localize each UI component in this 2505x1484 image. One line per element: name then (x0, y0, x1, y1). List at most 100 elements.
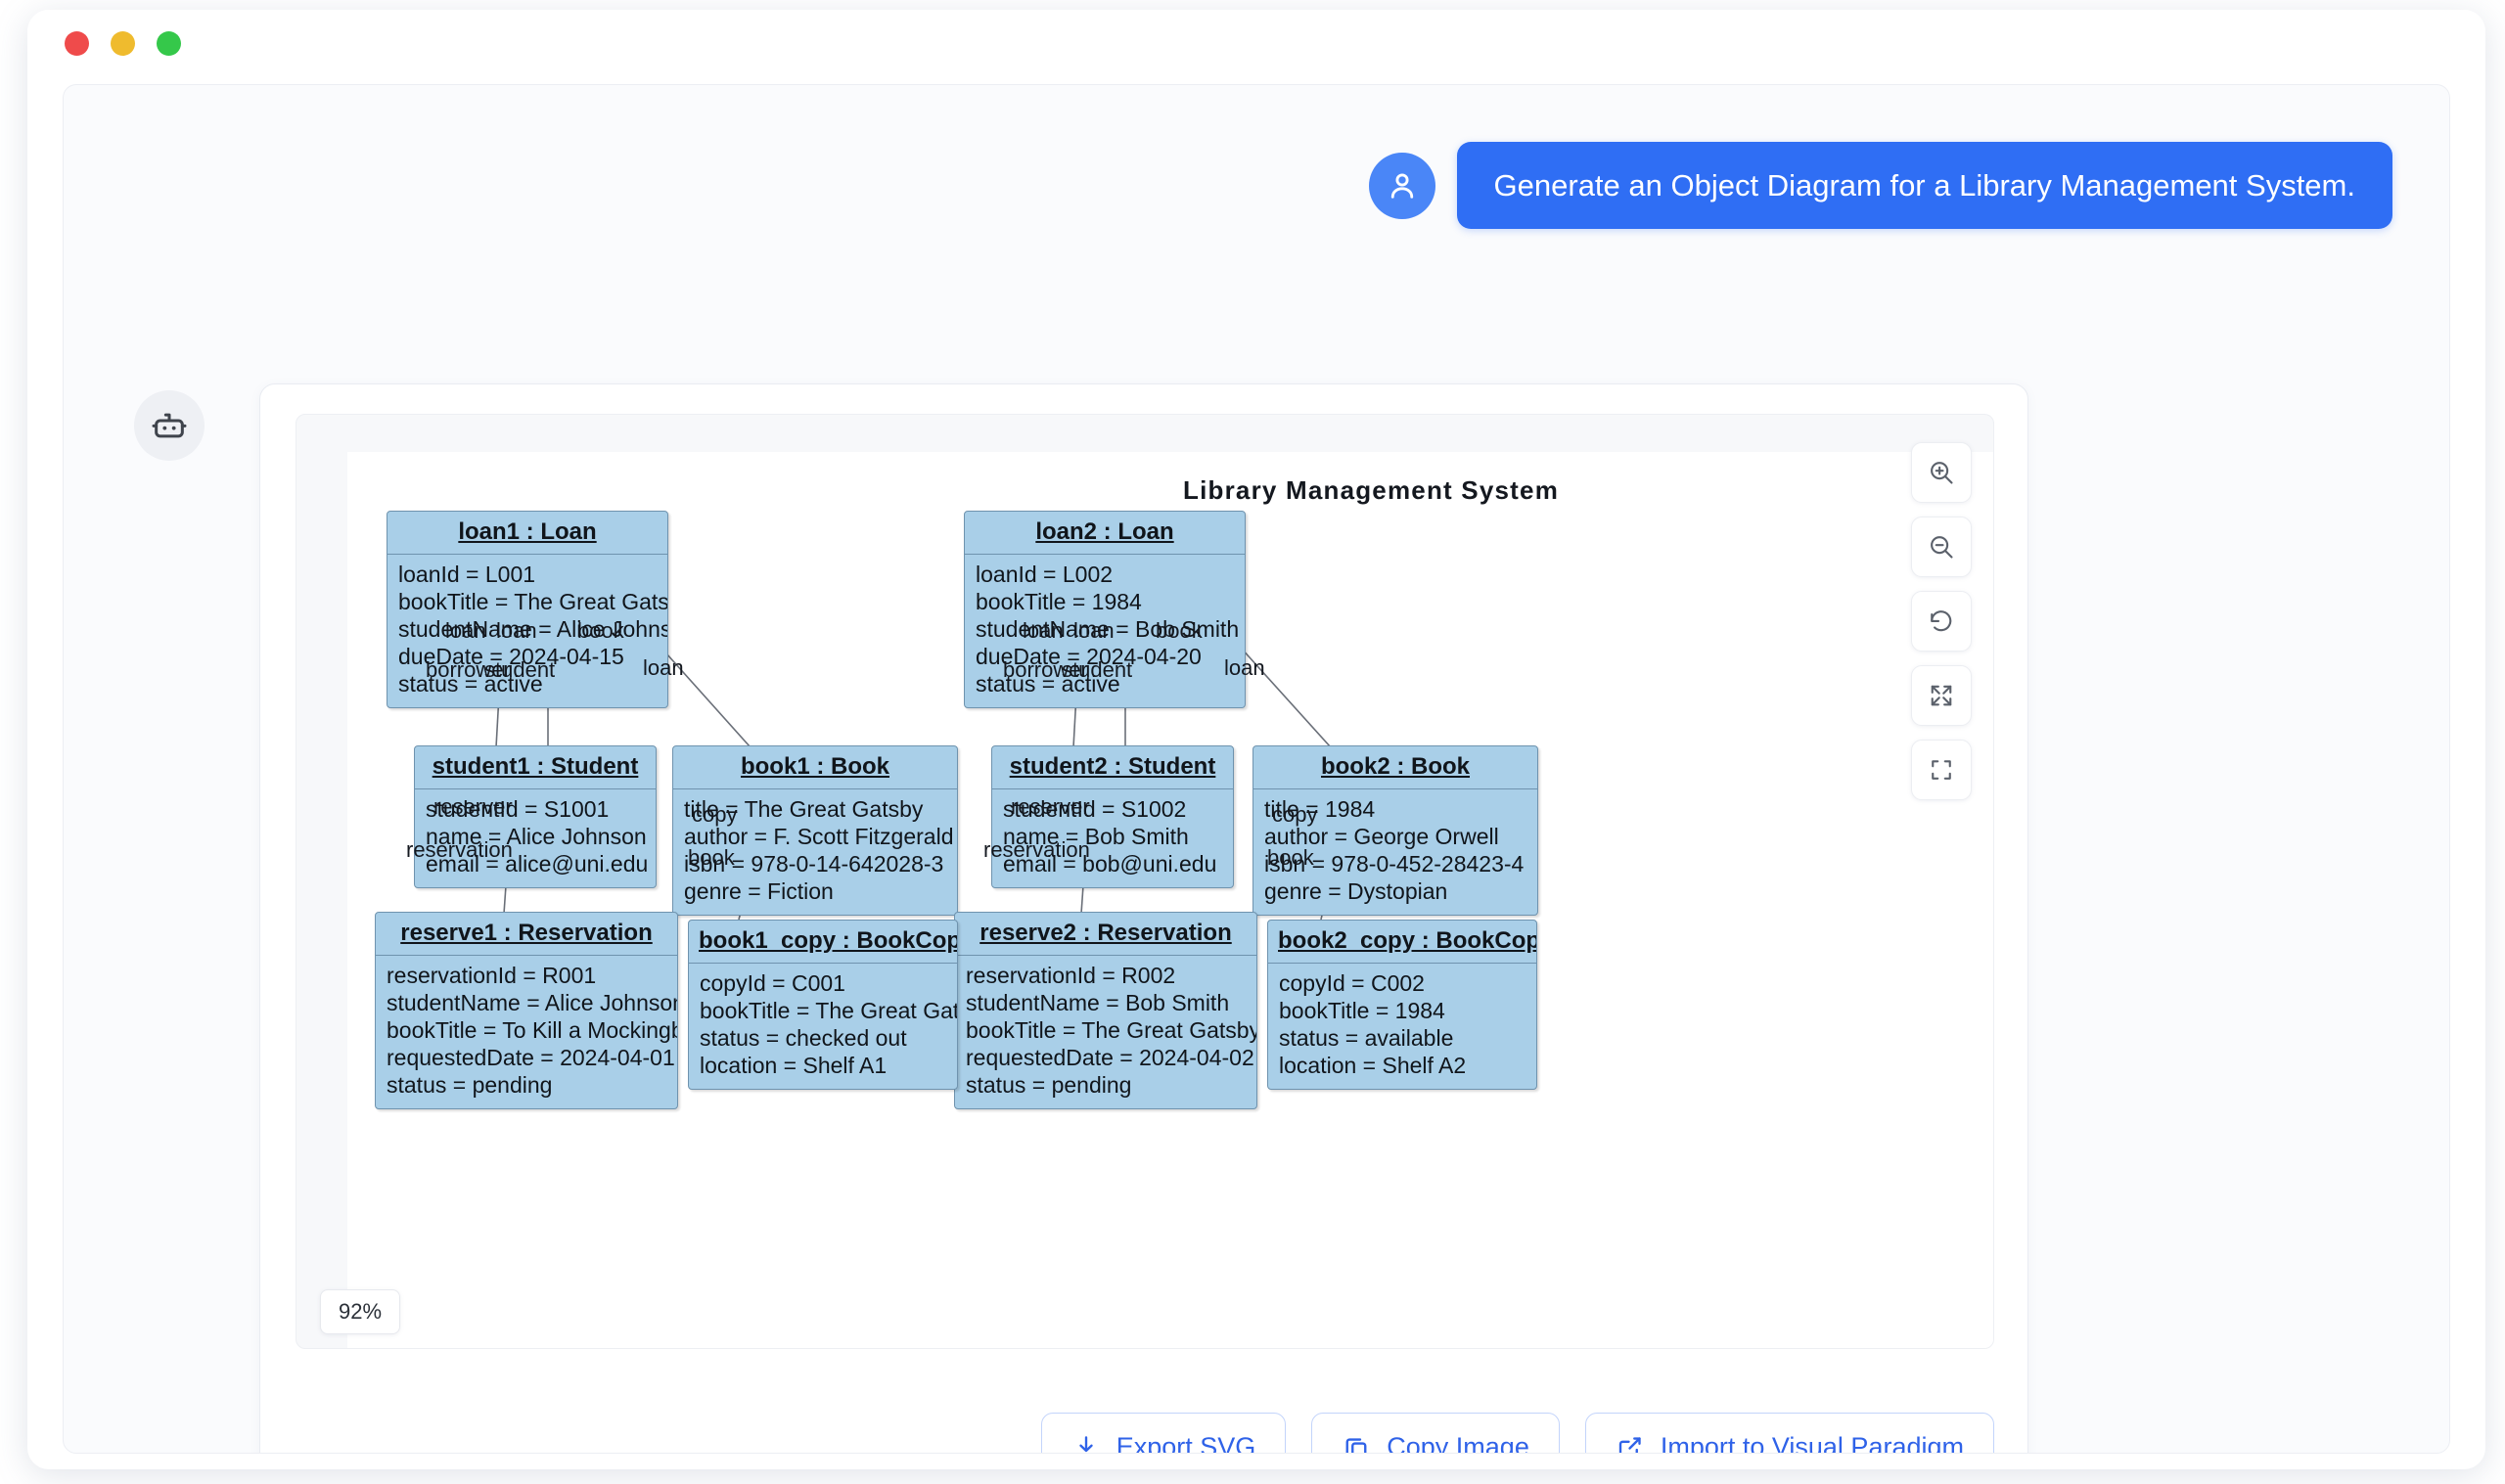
object-node-loan2[interactable]: loan2 : Loan loanId = L002 bookTitle = 1… (964, 511, 1246, 709)
edge-label: copy (692, 802, 738, 827)
attribute: genre = Dystopian (1264, 878, 1448, 905)
import-label: Import to Visual Paradigm (1660, 1432, 1964, 1454)
object-attributes: copyId = C002 bookTitle = 1984 status = … (1268, 964, 1536, 1089)
object-node-reserve2[interactable]: reserve2 : Reservation reservationId = R… (954, 912, 1257, 1110)
object-header: reserve1 : Reservation (376, 913, 677, 956)
attribute: location = Shelf A1 (700, 1053, 888, 1079)
object-attributes: studentId = S1002 name = Bob Smith email… (992, 789, 1233, 887)
object-node-reserve1[interactable]: reserve1 : Reservation reservationId = R… (375, 912, 678, 1110)
edge-label: student (484, 657, 556, 682)
object-attributes: loanId = L001 bookTitle = The Great Gats… (387, 555, 667, 707)
zoom-out-button[interactable] (1911, 517, 1972, 577)
assistant-response-card: Library Management System loan1 : Loan l… (259, 383, 2028, 1454)
object-header: student1 : Student (415, 746, 656, 789)
external-link-icon (1618, 1436, 1641, 1453)
object-node-student2[interactable]: student2 : Student studentId = S1002 nam… (991, 745, 1234, 889)
attribute: bookTitle = The Great Gatsby (700, 998, 958, 1024)
edge-label: loan (1224, 655, 1265, 680)
minimize-window-button[interactable] (111, 30, 135, 56)
attribute: author = George Orwell (1264, 824, 1499, 850)
attribute: isbn = 978-0-14-642028-3 (684, 851, 944, 877)
rotate-ccw-icon (1931, 610, 1952, 632)
attribute: studentName = Bob Smith (966, 990, 1230, 1016)
edge-label: reserver (433, 794, 513, 819)
edge-label: loan (643, 655, 684, 680)
zoom-in-icon (1931, 462, 1953, 484)
import-to-visual-paradigm-button[interactable]: Import to Visual Paradigm (1584, 1413, 1994, 1454)
attribute: status = pending (387, 1072, 553, 1099)
object-node-book2-copy[interactable]: book2_copy : BookCopy copyId = C002 book… (1267, 920, 1537, 1091)
attribute: bookTitle = The Great Gatsby (398, 589, 668, 615)
edge-label: borrower (1003, 657, 1088, 682)
user-icon (1390, 173, 1413, 199)
attribute: genre = Fiction (684, 878, 834, 905)
edge-label: student (1062, 657, 1133, 682)
attribute: requestedDate = 2024-04-01 (387, 1045, 675, 1071)
object-node-book2[interactable]: book2 : Book title = 1984 author = Georg… (1252, 745, 1538, 917)
attribute: status = checked out (700, 1025, 907, 1052)
reset-view-button[interactable] (1911, 591, 1972, 652)
diagram-surface[interactable]: Library Management System loan1 : Loan l… (347, 452, 1993, 1348)
maximize-window-button[interactable] (157, 30, 181, 56)
object-node-book1-copy[interactable]: book1_copy : BookCopy copyId = C001 book… (688, 920, 958, 1091)
attribute: status = active (398, 671, 543, 697)
download-icon (1079, 1435, 1093, 1452)
export-svg-label: Export SVG (1116, 1432, 1256, 1454)
user-avatar (1368, 152, 1435, 219)
attribute: loanId = L002 (976, 562, 1114, 587)
chat-page: Generate an Object Diagram for a Library… (63, 84, 2450, 1454)
attribute: location = Shelf A2 (1279, 1053, 1467, 1079)
export-svg-button[interactable]: Export SVG (1040, 1413, 1287, 1454)
user-message-bubble: Generate an Object Diagram for a Library… (1456, 142, 2392, 230)
fit-screen-button[interactable] (1911, 665, 1972, 726)
attribute: studentId = S1001 (426, 796, 610, 822)
copy-image-button[interactable]: Copy Image (1311, 1413, 1560, 1453)
object-header: loan2 : Loan (965, 512, 1245, 555)
zoom-in-button[interactable] (1911, 442, 1972, 503)
edge-label: reservation (983, 837, 1090, 862)
attribute: bookTitle = To Kill a Mockingbird (387, 1017, 678, 1044)
edge-label: loan (445, 618, 486, 643)
object-header: book1_copy : BookCopy (689, 921, 957, 964)
app-window: Generate an Object Diagram for a Library… (27, 10, 2485, 1469)
diagram-toolbar (1911, 442, 1972, 800)
object-attributes: studentId = S1001 name = Alice Johnson e… (415, 789, 656, 887)
object-node-book1[interactable]: book1 : Book title = The Great Gatsby au… (672, 745, 958, 917)
attribute: studentId = S1002 (1003, 796, 1187, 822)
object-attributes: reservationId = R002 studentName = Bob S… (955, 956, 1256, 1108)
attribute: name = Alice Johnson (426, 824, 647, 850)
attribute: loanId = L001 (398, 562, 536, 587)
attribute: studentName = Alice Johnson (387, 990, 678, 1016)
edge-label: loan (496, 618, 537, 643)
edge-label: book (577, 618, 624, 643)
attribute: status = active (976, 671, 1120, 697)
edge-label: reserver (1011, 794, 1090, 819)
object-header: loan1 : Loan (387, 512, 667, 555)
diagram-canvas[interactable]: Library Management System loan1 : Loan l… (296, 414, 1994, 1349)
card-actions: Export SVG Copy Image Import to Vis (1040, 1413, 1994, 1454)
attribute: requestedDate = 2024-04-02 (966, 1045, 1254, 1071)
attribute: studentName = Alice Johnson (398, 616, 668, 643)
attribute: copyId = C001 (700, 970, 845, 996)
close-window-button[interactable] (65, 30, 89, 56)
attribute: title = 1984 (1264, 796, 1376, 822)
edge-label: borrower (426, 657, 511, 682)
edge-label: book (1156, 618, 1203, 643)
attribute: status = available (1279, 1025, 1454, 1052)
attribute: reservationId = R002 (966, 963, 1176, 988)
object-header: book1 : Book (673, 746, 957, 789)
fullscreen-button[interactable] (1911, 740, 1972, 800)
attribute: email = alice@uni.edu (426, 851, 649, 877)
attribute: title = The Great Gatsby (684, 796, 924, 822)
attribute: bookTitle = 1984 (1279, 998, 1445, 1024)
copy-icon (1345, 1437, 1367, 1453)
object-attributes: title = The Great Gatsby author = F. Sco… (673, 789, 957, 915)
edge-label: copy (1272, 802, 1318, 827)
attribute: status = pending (966, 1072, 1132, 1099)
attribute: dueDate = 2024-04-15 (398, 644, 624, 670)
object-node-student1[interactable]: student1 : Student studentId = S1001 nam… (414, 745, 657, 889)
attribute: copyId = C002 (1279, 970, 1425, 996)
object-header: book2_copy : BookCopy (1268, 921, 1536, 964)
object-node-loan1[interactable]: loan1 : Loan loanId = L001 bookTitle = T… (387, 511, 668, 709)
